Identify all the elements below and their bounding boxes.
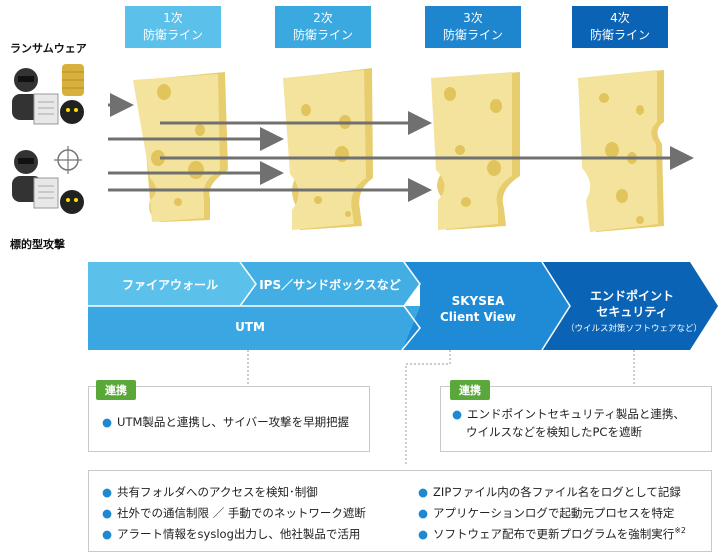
cheese-slice-2	[283, 68, 373, 230]
feature-left-2: ● 社外での通信制限 ／ 手動でのネットワーク遮断	[102, 505, 366, 521]
endpoint-label-line2: セキュリティ	[596, 305, 668, 319]
skysea-band	[402, 262, 570, 350]
skysea-features-box	[88, 470, 712, 552]
endpoint-label-line1: エンドポイント	[589, 289, 674, 303]
defense-line-1-number: 1次	[163, 11, 183, 25]
defense-line-2: 2次 防衛ライン	[275, 6, 371, 48]
bullet-icon: ●	[102, 415, 113, 429]
swiss-cheese-illustration	[12, 64, 694, 232]
firewall-band	[88, 262, 256, 306]
feature-left-3: ● アラート情報をsyslog出力し、他社製品で活用	[102, 526, 360, 542]
defense-line-3-label: 防衛ライン	[442, 28, 503, 42]
feature-left-1: ● 共有フォルダへのアクセスを検知･制御	[102, 484, 318, 500]
endpoint-integration-text-2: ウイルスなどを検知したPCを遮断	[466, 424, 642, 440]
bullet-icon: ●	[102, 506, 113, 520]
utm-integration-callout	[88, 386, 370, 452]
utm-integration-desc: UTM製品と連携し、サイバー攻撃を早期把握	[117, 415, 350, 429]
bullet-icon: ●	[418, 485, 429, 499]
ransomware-attacker-icon	[12, 64, 84, 125]
feature-left-2-text: 社外での通信制限 ／ 手動でのネットワーク遮断	[117, 506, 366, 520]
defense-line-4: 4次 防衛ライン	[572, 6, 668, 48]
feature-left-3-text: アラート情報をsyslog出力し、他社製品で活用	[117, 527, 361, 541]
targeted-attack-label: 標的型攻撃	[10, 238, 65, 251]
feature-right-3-text: ソフトウェア配布で更新プログラムを強制実行	[433, 527, 675, 541]
defense-line-2-label: 防衛ライン	[292, 28, 353, 42]
ips-label: IPS／サンドボックスなど	[259, 278, 401, 292]
endpoint-band	[542, 262, 718, 350]
utm-label: UTM	[235, 320, 265, 334]
feature-right-2-text: アプリケーションログで起動元プロセスを特定	[433, 506, 675, 520]
feature-right-2: ● アプリケーションログで起動元プロセスを特定	[418, 505, 674, 521]
bullet-icon: ●	[452, 407, 463, 421]
integration-tag-left: 連携	[96, 380, 136, 400]
feature-right-1-text: ZIPファイル内の各ファイル名をログとして記録	[433, 485, 681, 499]
connector-lines	[247, 350, 635, 466]
endpoint-note: （ウイルス対策ソフトウェアなど）	[566, 324, 703, 334]
defense-line-4-label: 防衛ライン	[589, 28, 650, 42]
utm-integration-text: ● UTM製品と連携し、サイバー攻撃を早期把握	[102, 414, 349, 430]
skysea-label-line1: SKYSEA	[451, 294, 505, 308]
bullet-icon: ●	[418, 527, 429, 541]
skysea-label-line2: Client View	[439, 310, 517, 324]
integration-tag-right: 連携	[450, 380, 490, 400]
footnote-mark: ※2	[674, 526, 686, 536]
cheese-slice-4	[578, 70, 664, 232]
endpoint-integration-text-1: ● エンドポイントセキュリティ製品と連携、	[452, 406, 685, 422]
bullet-icon: ●	[102, 485, 113, 499]
cheese-slice-1	[133, 72, 228, 222]
feature-right-3: ● ソフトウェア配布で更新プログラムを強制実行※2	[418, 526, 686, 542]
defense-line-2-number: 2次	[313, 11, 333, 25]
endpoint-integration-desc-1: エンドポイントセキュリティ製品と連携、	[467, 407, 685, 421]
defense-line-1: 1次 防衛ライン	[125, 6, 221, 48]
bullet-icon: ●	[418, 506, 429, 520]
defense-line-3-number: 3次	[463, 11, 483, 25]
defense-line-1-label: 防衛ライン	[142, 28, 203, 42]
cheese-slice-3	[431, 72, 520, 230]
ips-band	[240, 262, 420, 306]
defense-line-3: 3次 防衛ライン	[425, 6, 521, 48]
endpoint-integration-desc-2: ウイルスなどを検知したPCを遮断	[466, 425, 642, 439]
ransomware-label: ランサムウェア	[10, 42, 87, 55]
utm-band	[88, 306, 420, 350]
feature-right-1: ● ZIPファイル内の各ファイル名をログとして記録	[418, 484, 681, 500]
attack-arrows	[108, 93, 694, 202]
bullet-icon: ●	[102, 527, 113, 541]
security-layers-band	[88, 262, 718, 350]
defense-line-4-number: 4次	[610, 11, 630, 25]
firewall-label: ファイアウォール	[121, 278, 218, 292]
feature-left-1-text: 共有フォルダへのアクセスを検知･制御	[117, 485, 318, 499]
targeted-attacker-icon	[12, 146, 84, 214]
